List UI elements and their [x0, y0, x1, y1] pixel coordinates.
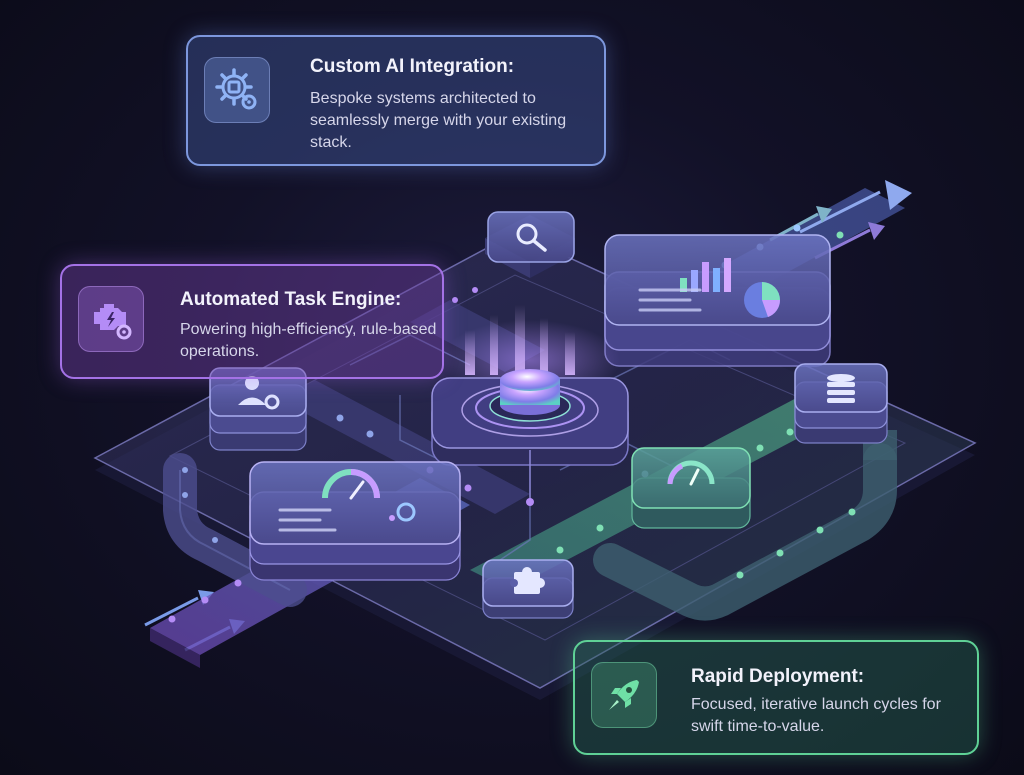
gear-chip-icon — [215, 68, 257, 110]
speedometer-icon — [667, 460, 715, 486]
callout-title: Automated Task Engine: — [180, 289, 402, 310]
callout-title: Custom AI Integration: — [310, 56, 515, 77]
callout-icon-box — [591, 662, 657, 728]
pie-chart-icon — [744, 282, 780, 318]
callout-description: Powering high-efficiency, rule-based ope… — [180, 321, 437, 360]
search-icon — [516, 223, 547, 252]
callout-description: Bespoke systems architected to seamlessl… — [310, 90, 567, 151]
database-icon — [827, 374, 855, 403]
callout-rapid-deployment: Rapid Deployment: Focused, iterative lau… — [573, 640, 979, 755]
core-node — [431, 305, 629, 506]
callout-icon-box — [204, 57, 270, 123]
callout-icon-box — [78, 286, 144, 352]
engine-gear-icon — [94, 304, 132, 340]
analytics-lines — [638, 288, 702, 312]
gauge-dashboard-icon — [322, 469, 416, 522]
bar-chart-icon — [680, 258, 731, 292]
callout-title: Rapid Deployment: — [691, 666, 865, 687]
plugin-node — [482, 559, 574, 619]
puzzle-icon — [510, 567, 545, 594]
speed-node — [631, 447, 751, 529]
performance-node — [249, 461, 461, 581]
rocket-icon — [609, 680, 639, 710]
performance-lines — [278, 508, 337, 532]
callout-custom-ai-integration: Custom AI Integration: Bespoke systems a… — [186, 35, 606, 166]
ai-core-orb-icon — [500, 369, 560, 415]
database-node — [794, 363, 888, 444]
user-settings-node — [209, 367, 307, 451]
callout-description: Focused, iterative launch cycles for swi… — [691, 696, 941, 735]
callout-automated-task-engine: Automated Task Engine: Powering high-eff… — [60, 264, 444, 379]
user-gear-icon — [238, 376, 280, 410]
analytics-node — [604, 234, 831, 367]
search-node — [485, 211, 575, 278]
